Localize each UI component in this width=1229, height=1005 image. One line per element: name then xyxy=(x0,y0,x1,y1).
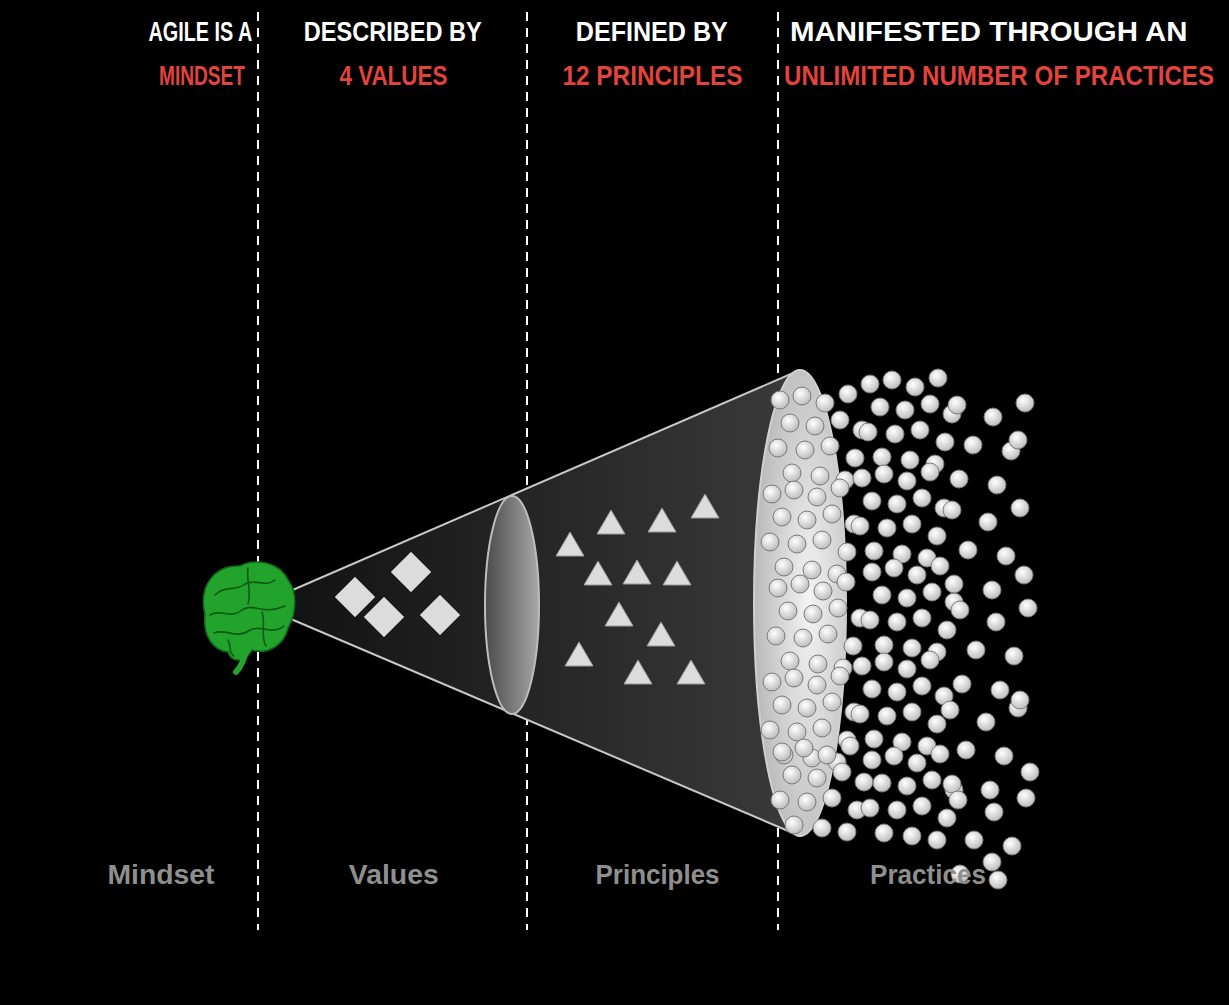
brain-stem xyxy=(236,650,246,672)
column-label: Mindset xyxy=(107,860,214,891)
practice-ball-cluster xyxy=(761,479,863,583)
value-diamond xyxy=(391,552,431,592)
practice-ball-cluster xyxy=(771,737,873,841)
practice-ball-cluster xyxy=(943,499,1029,599)
practice-balls xyxy=(761,369,1039,889)
practice-ball xyxy=(1009,431,1027,449)
principle-triangle xyxy=(677,660,705,684)
value-diamond xyxy=(335,577,375,617)
header-highlight: 4 VALUES xyxy=(339,60,447,92)
cone-ring xyxy=(485,496,539,714)
practice-ball-cluster xyxy=(851,651,953,755)
principle-triangle xyxy=(623,560,651,584)
principle-triangle xyxy=(691,494,719,518)
divider-line xyxy=(526,12,528,930)
principle-triangle xyxy=(663,561,691,585)
practice-ball-cluster xyxy=(861,745,963,849)
header-text: DESCRIBED BY xyxy=(304,16,482,48)
principle-triangle xyxy=(597,510,625,534)
practice-ball xyxy=(1015,566,1033,584)
principle-triangle xyxy=(648,508,676,532)
divider-line xyxy=(257,12,259,930)
principle-triangle xyxy=(647,622,675,646)
practice-ball-cluster xyxy=(859,369,961,473)
value-diamonds xyxy=(335,552,460,637)
cone xyxy=(258,370,800,836)
header-text: AGILE IS A xyxy=(148,16,252,48)
column-label: Practices xyxy=(870,860,986,891)
value-diamond xyxy=(364,597,404,637)
header-highlight: 12 PRINCIPLES xyxy=(562,60,742,92)
column-label: Principles xyxy=(596,860,720,891)
brain-folds xyxy=(210,568,285,656)
practice-ball-cluster xyxy=(948,394,1034,494)
practice-ball xyxy=(1021,763,1039,781)
principle-triangle xyxy=(556,532,584,556)
practice-ball-cluster xyxy=(951,599,1037,699)
practice-ball xyxy=(1011,691,1029,709)
principle-triangle xyxy=(565,642,593,666)
practice-ball-cluster xyxy=(851,463,953,567)
principle-triangle xyxy=(584,561,612,585)
header-text: MANIFESTED THROUGH AN xyxy=(790,16,1187,48)
practice-ball-cluster xyxy=(861,557,963,661)
header-highlight: MINDSET xyxy=(159,60,245,92)
principle-triangles xyxy=(556,494,719,684)
principle-triangle xyxy=(605,602,633,626)
brain-icon xyxy=(203,562,294,672)
practice-ball-cluster xyxy=(941,699,1027,799)
header-highlight: UNLIMITED NUMBER OF PRACTICES xyxy=(784,60,1214,92)
column-label: Values xyxy=(349,860,439,891)
principle-triangle xyxy=(624,660,652,684)
brain-shape xyxy=(203,562,294,660)
header-text: DEFINED BY xyxy=(576,16,728,48)
value-diamond xyxy=(420,595,460,635)
